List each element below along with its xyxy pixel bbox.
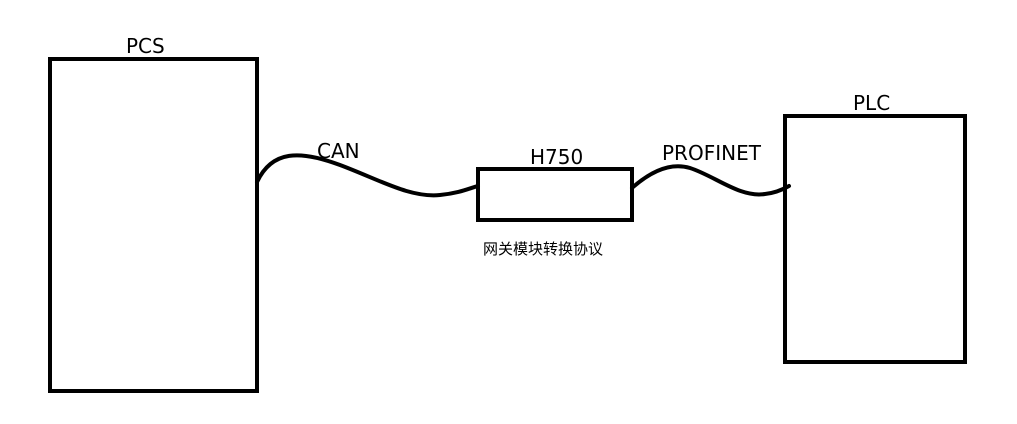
can-label: CAN: [317, 139, 360, 163]
gateway-node: H750 网关模块转换协议: [476, 145, 634, 258]
plc-node: PLC: [783, 91, 967, 364]
profinet-wire: [630, 164, 791, 197]
can-link: CAN: [255, 139, 480, 198]
profinet-link: PROFINET: [630, 141, 791, 197]
profinet-label: PROFINET: [662, 141, 762, 165]
pcs-label: PCS: [126, 34, 165, 58]
plc-label: PLC: [853, 91, 890, 115]
gateway-box: [476, 167, 634, 222]
plc-box: [783, 114, 967, 364]
can-wire: [255, 153, 480, 198]
gateway-caption: 网关模块转换协议: [483, 240, 603, 258]
pcs-box: [48, 57, 259, 393]
gateway-label: H750: [530, 145, 583, 169]
pcs-node: PCS: [48, 34, 259, 393]
